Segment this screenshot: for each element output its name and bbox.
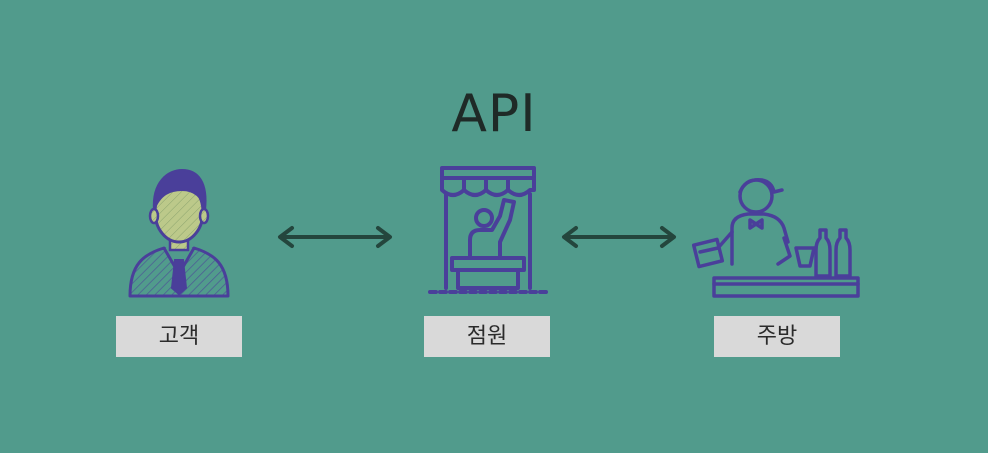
- node-label-clerk: 점원: [424, 316, 550, 357]
- customer-icon: [128, 168, 230, 298]
- clerk-icon: [428, 166, 548, 294]
- bidirectional-arrow-1: [278, 226, 392, 248]
- bidirectional-arrow-2: [562, 226, 676, 248]
- diagram-title: API: [451, 84, 537, 144]
- kitchen-icon: [692, 178, 860, 298]
- node-label-kitchen: 주방: [714, 316, 840, 357]
- node-label-customer: 고객: [116, 316, 242, 357]
